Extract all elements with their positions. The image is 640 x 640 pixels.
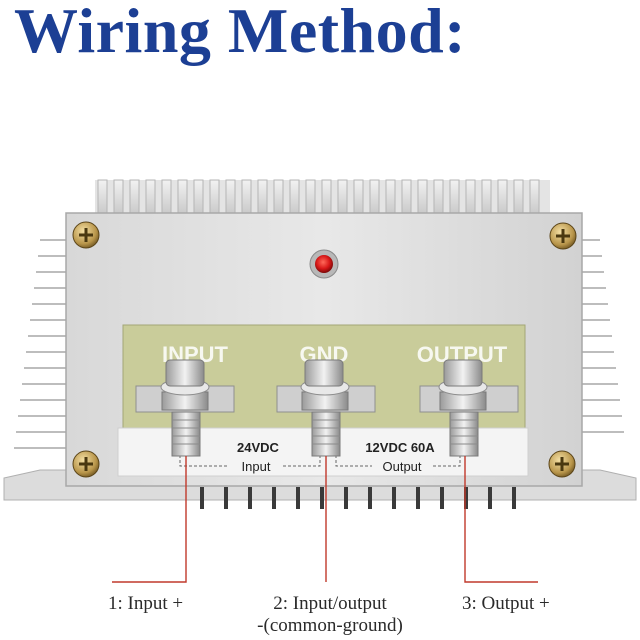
output-rating-text: 12VDC 60A [365,440,435,455]
terminal-post-input [135,359,235,457]
page-title: Wiring Method: [14,0,467,66]
corner-screw [549,222,577,250]
output-label-text: Output [382,459,421,474]
right-side-fins [580,239,624,433]
input-label-text: Input [242,459,271,474]
terminal-post-gnd [276,359,376,457]
left-side-fins [14,239,70,449]
top-heatsink-fins [95,179,550,216]
leader-line-output [464,456,538,583]
caption-input-plus: 1: Input + [108,593,184,614]
corner-screw [548,450,576,478]
indicator-led [309,249,339,279]
terminal-post-output [419,359,519,457]
input-voltage-text: 24VDC [237,440,280,455]
corner-screw [72,450,100,478]
corner-screw [72,221,100,249]
caption-common-ground: 2: Input/output -(common-ground) [240,593,420,637]
caption-common-line2: -(common-ground) [257,615,403,636]
leader-lines [112,456,538,583]
bottom-heatsink-fins [200,487,516,509]
leader-line-input [112,456,187,583]
caption-common-line1: 2: Input/output [273,593,387,614]
bracket-lines [179,455,461,467]
caption-output-plus: 3: Output + [462,593,550,614]
